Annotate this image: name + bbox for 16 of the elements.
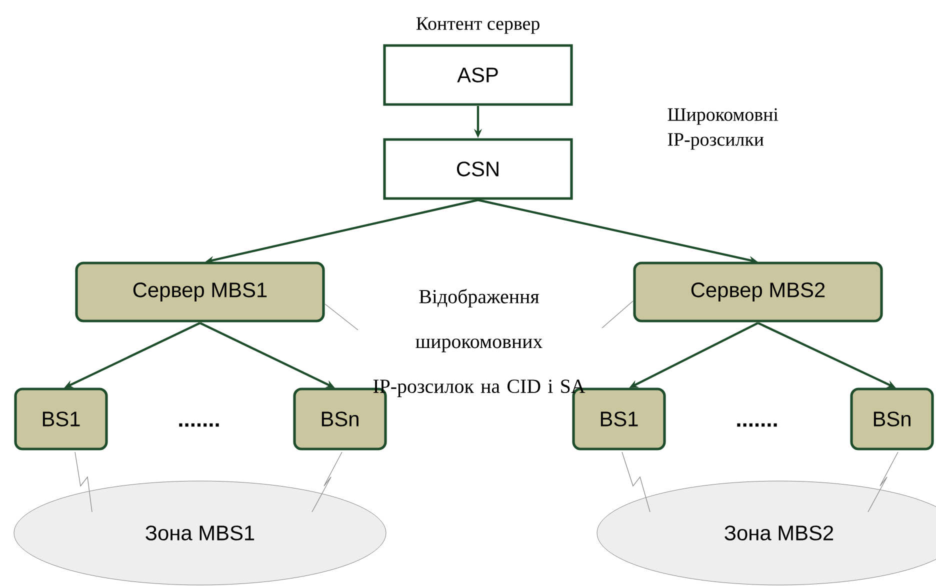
server-box: Сервер MBS1 <box>75 262 325 322</box>
leader-line <box>602 300 634 328</box>
wireless-link <box>622 452 650 512</box>
base-station-box: BSn <box>850 388 934 450</box>
ellipsis: ....... <box>737 423 777 427</box>
ellipsis: ....... <box>179 423 219 427</box>
base-station-box: BS1 <box>14 388 108 450</box>
wireless-link <box>312 452 342 512</box>
wireless-link <box>74 452 92 512</box>
note-text: Широкомовні IP-розсилки <box>668 108 778 150</box>
leader-line <box>324 304 358 330</box>
server-box: ASP <box>383 44 573 106</box>
heading-text: Контент сервер <box>416 17 540 34</box>
server-box: CSN <box>383 138 573 200</box>
wireless-link <box>868 452 898 512</box>
server-box: Сервер MBS2 <box>633 262 883 322</box>
